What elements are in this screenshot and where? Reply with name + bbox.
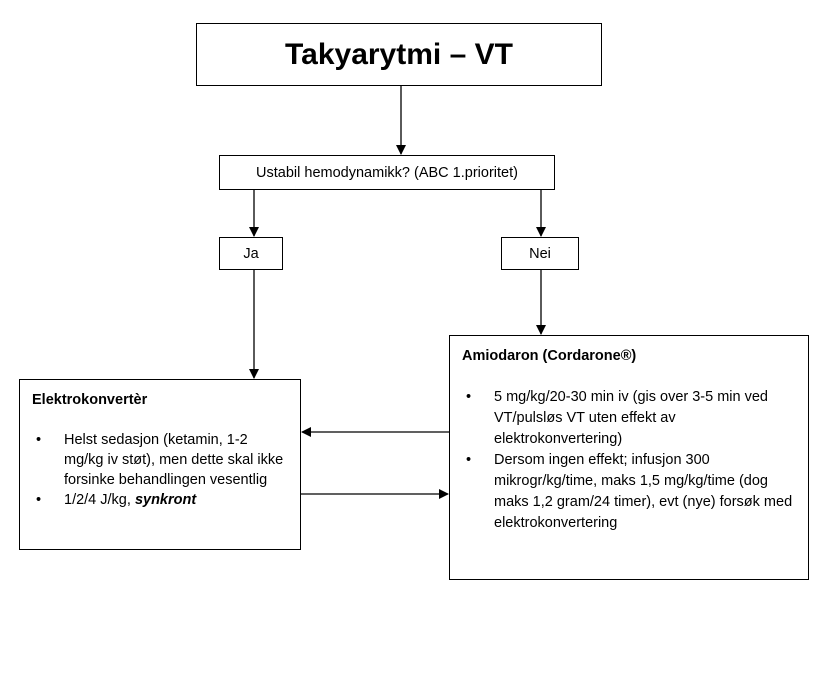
no-label: Nei bbox=[529, 245, 551, 262]
title-box: Takyarytmi – VT bbox=[196, 23, 602, 86]
amiodaron-box: Amiodaron (Cordarone®) • 5 mg/kg/20-30 mi… bbox=[449, 335, 809, 580]
elektrokonverter-title: Elektrokonvertèr bbox=[32, 392, 148, 408]
elektrokonverter-list: • Helst sedasjon (ketamin, 1-2 mg/kg iv s… bbox=[32, 430, 288, 510]
bullet-icon: • bbox=[466, 389, 472, 405]
bullet-icon: • bbox=[36, 492, 42, 508]
list-item-text: Dersom ingen effekt; infusjon 300 mikrog… bbox=[494, 452, 793, 531]
elektrokonverter-box: Elektrokonvertèr • Helst sedasjon (ketami… bbox=[19, 379, 301, 550]
no-box: Nei bbox=[501, 237, 579, 270]
list-item: • 1/2/4 J/kg, synkront bbox=[32, 490, 288, 510]
list-item-text: 5 mg/kg/20-30 min iv (gis over 3-5 min v… bbox=[494, 389, 768, 447]
list-item: • 5 mg/kg/20-30 min iv (gis over 3-5 min … bbox=[462, 387, 796, 450]
list-item-text: Helst sedasjon (ketamin, 1-2 mg/kg iv st… bbox=[64, 432, 284, 488]
flowchart-title: Takyarytmi – VT bbox=[285, 37, 513, 71]
list-item: • Dersom ingen effekt; infusjon 300 mikro… bbox=[462, 450, 796, 534]
amiodaron-title: Amiodaron (Cordarone®) bbox=[462, 348, 637, 364]
amiodaron-list: • 5 mg/kg/20-30 min iv (gis over 3-5 min … bbox=[462, 387, 796, 534]
question-text: Ustabil hemodynamikk? (ABC 1.prioritet) bbox=[256, 164, 518, 181]
bullet-icon: • bbox=[466, 452, 472, 468]
question-box: Ustabil hemodynamikk? (ABC 1.prioritet) bbox=[219, 155, 555, 190]
synkront-emphasis: synkront bbox=[134, 492, 197, 508]
bullet-icon: • bbox=[36, 432, 42, 448]
list-item: • Helst sedasjon (ketamin, 1-2 mg/kg iv s… bbox=[32, 430, 288, 490]
list-item-text: 1/2/4 J/kg, bbox=[64, 492, 135, 508]
yes-label: Ja bbox=[243, 245, 259, 262]
yes-box: Ja bbox=[219, 237, 283, 270]
